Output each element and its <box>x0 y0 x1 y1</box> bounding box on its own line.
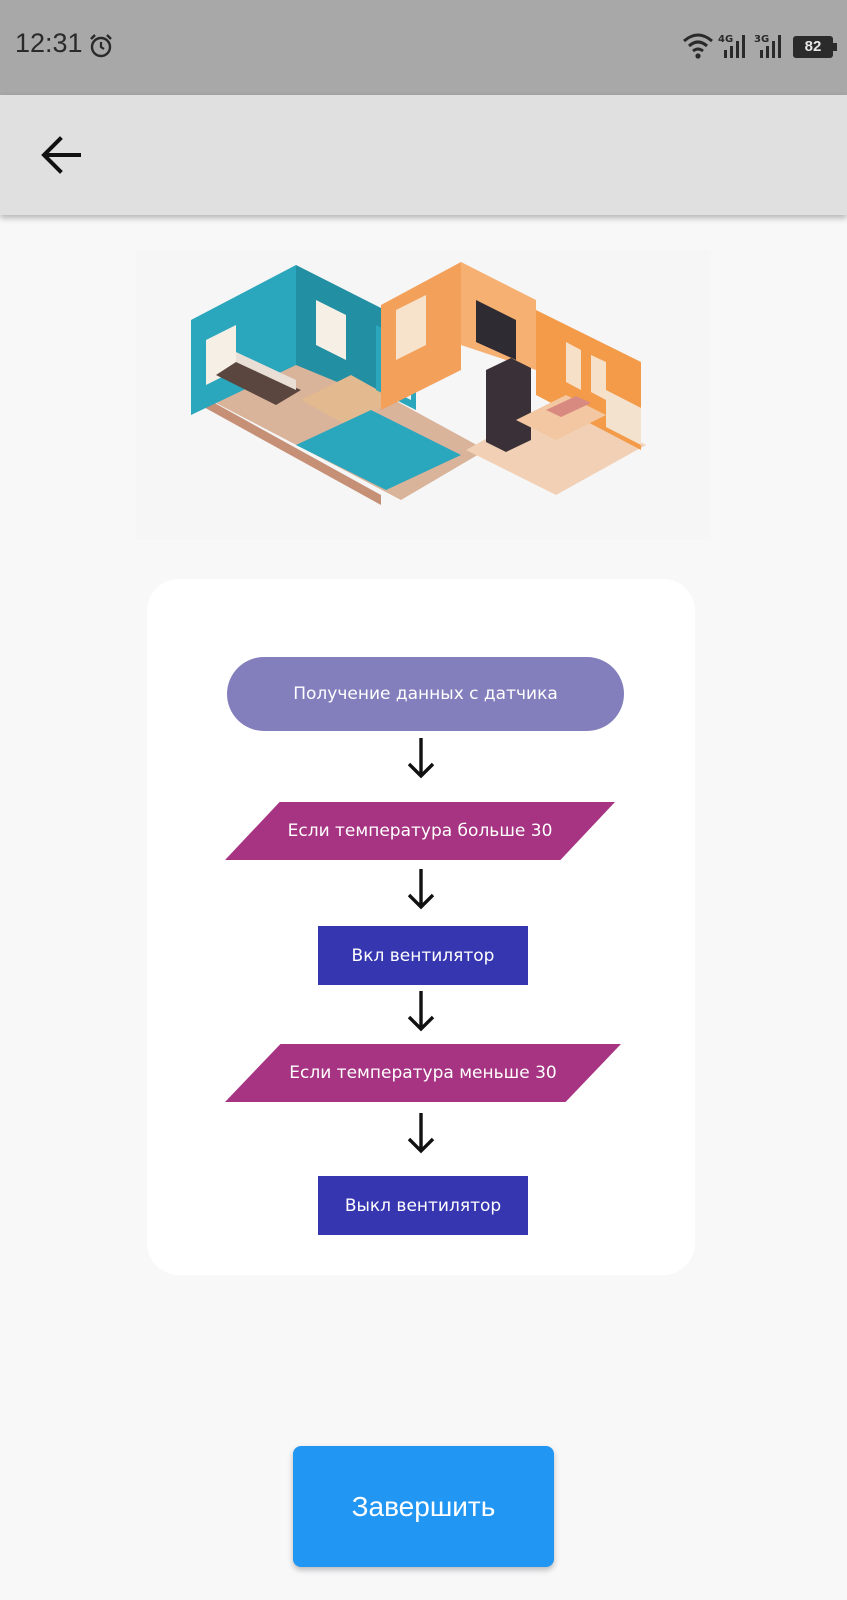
battery-icon: 82 <box>793 36 837 58</box>
flow-start-node: Получение данных с датчика <box>227 657 624 731</box>
arrow-down-icon <box>407 1113 435 1154</box>
signal-4g-icon: 4G <box>718 34 745 58</box>
alarm-icon <box>90 34 112 58</box>
flow-action-node-2: Выкл вентилятор <box>318 1176 528 1235</box>
arrow-down-icon <box>407 738 435 779</box>
arrow-down-icon <box>407 991 435 1032</box>
signal-3g-icon: 3G <box>754 34 781 58</box>
app-bar <box>0 95 847 215</box>
arrow-down-icon <box>407 869 435 910</box>
flow-condition-label-1: Если температура больше 30 <box>287 821 553 841</box>
finish-button[interactable]: Завершить <box>293 1446 554 1567</box>
status-bar: 12:31 4G 3G 82 <box>0 0 847 95</box>
flow-action-label-1: Вкл вентилятор <box>351 945 495 966</box>
flow-condition-label-2: Если температура меньше 30 <box>289 1063 557 1083</box>
flow-start-label: Получение данных с датчика <box>293 684 558 704</box>
status-time: 12:31 <box>15 28 83 58</box>
arrow-left-icon <box>41 136 81 174</box>
svg-text:3G: 3G <box>754 34 769 45</box>
battery-tip <box>833 43 837 51</box>
flow-condition-node-2: Если температура меньше 30 <box>225 1044 621 1102</box>
flowchart-card: Получение данных с датчика Если температ… <box>147 579 695 1275</box>
flow-action-node-1: Вкл вентилятор <box>318 926 528 985</box>
svg-text:4G: 4G <box>718 34 733 45</box>
flow-condition-node-1: Если температура больше 30 <box>225 802 615 860</box>
back-button[interactable] <box>30 123 94 187</box>
apartment-illustration <box>136 250 711 540</box>
battery-level: 82 <box>793 36 833 58</box>
flow-action-label-2: Выкл вентилятор <box>344 1195 502 1216</box>
wifi-icon <box>683 33 713 59</box>
finish-button-label: Завершить <box>351 1490 496 1522</box>
